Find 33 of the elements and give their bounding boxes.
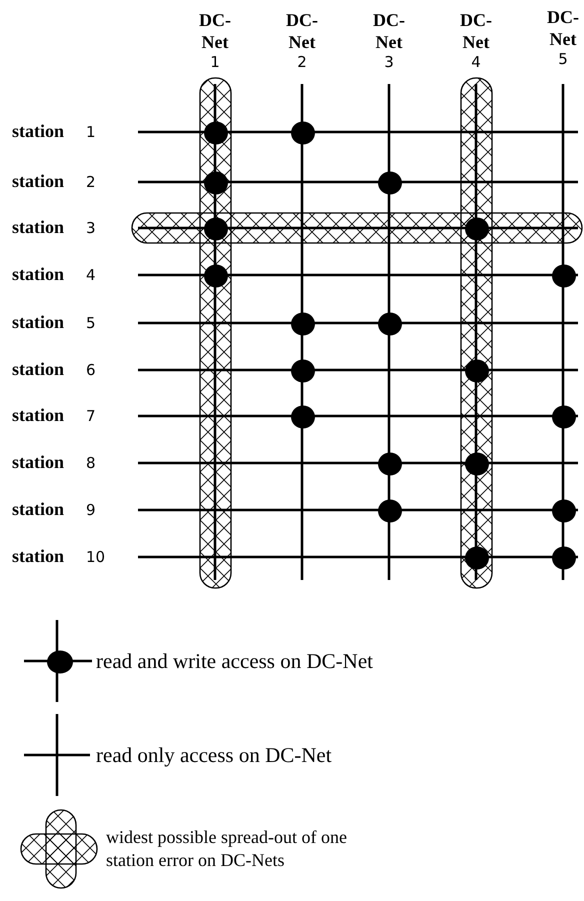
row-label: station — [12, 358, 66, 381]
column-header: DC-Net — [372, 9, 406, 53]
row-number: 9 — [86, 500, 96, 521]
row-number: 3 — [86, 218, 96, 239]
legend-text: read only access on DC-Net — [96, 742, 332, 768]
row-label: station — [12, 170, 66, 193]
row-label: station — [12, 263, 66, 286]
row-number: 10 — [86, 547, 106, 568]
row-label: station — [12, 404, 66, 427]
row-number: 8 — [86, 453, 96, 474]
row-label: station — [12, 216, 66, 239]
row-number: 2 — [86, 172, 96, 193]
column-header: DC-Net — [285, 9, 319, 53]
column-number: 4 — [471, 53, 481, 71]
row-number: 7 — [86, 406, 96, 427]
column-number: 3 — [384, 53, 394, 71]
column-header: DC-Net — [546, 6, 580, 50]
row-number: 5 — [86, 313, 96, 334]
column-number: 1 — [210, 53, 220, 71]
row-label: station — [12, 498, 66, 521]
legend-text: read and write access on DC-Net — [96, 648, 373, 674]
row-label: station — [12, 545, 66, 568]
column-number: 2 — [297, 53, 307, 71]
row-number: 1 — [86, 122, 96, 143]
column-header: DC-Net — [459, 9, 493, 53]
row-label: station — [12, 311, 66, 334]
legend-text: widest possible spread-out of one station error on DC-Nets — [106, 826, 348, 872]
row-number: 4 — [86, 265, 96, 286]
column-number: 5 — [558, 50, 568, 68]
row-number: 6 — [86, 360, 96, 381]
row-label: station — [12, 120, 66, 143]
row-label: station — [12, 451, 66, 474]
column-header: DC-Net — [198, 9, 232, 53]
